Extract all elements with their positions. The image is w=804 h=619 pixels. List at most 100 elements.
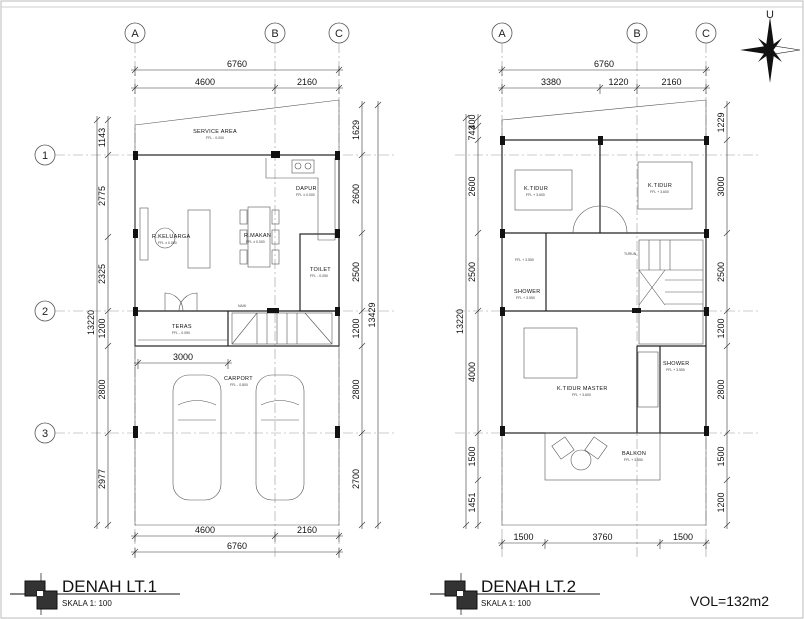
room-label: R.KELUARGA [152,234,190,240]
car-right [255,374,305,501]
dim-tick [358,342,366,350]
dim-tick [474,229,482,237]
dimension-value: 2800 [716,379,726,399]
dimension-value: 2977 [97,469,107,489]
room-level: FFL + 3.600 [572,393,591,397]
grid-bubble [34,300,56,322]
dim-tick [104,233,112,241]
dim-tick [358,307,366,315]
dim-tick [104,307,112,315]
room-level: FFL - 0.050 [310,274,328,278]
room-label: DAPUR [296,186,317,192]
dimension-value: 2500 [716,262,726,282]
toilet-level: FFL + 3.550 [515,258,534,262]
dim-tick [474,521,482,529]
volume-label: VOL=132m2 [690,593,769,609]
dimension-value: 3380 [541,77,561,87]
grid-label: 2 [42,306,48,318]
stairs-lt2 [638,239,704,345]
room-level: FFL - 0.000 [206,136,224,140]
dimension-value: 6760 [594,59,614,69]
dim-tick [374,101,382,109]
dim-tick [474,476,482,484]
room-label: CARPORT [224,376,253,382]
dimension-value: 6760 [227,59,247,69]
dimension-value: 1229 [716,112,726,132]
dimension-value: 1500 [673,532,693,542]
dimension-value: 3000 [173,352,193,362]
dim-tick [93,521,101,529]
dim-tick [104,342,112,350]
plan-scale: SKALA 1: 100 [62,599,112,608]
dim-tick [474,307,482,315]
dim-tick [462,521,470,529]
dim-tick [723,342,731,350]
stair-label: NAIK [238,304,247,308]
dimension-value: 2160 [661,77,681,87]
grid-label: 3 [42,428,48,440]
dim-tick [723,136,731,144]
dimension-value: 2775 [97,186,107,206]
grid-bubble [491,22,513,44]
grid-bubble [34,422,56,444]
dim-tick [723,429,731,437]
dimension-value: 3760 [592,532,612,542]
dimension-value: 2800 [351,379,361,399]
plan-lt1: SERVICE AREA FFL - 0.000 DAPUR FFL ± 0.0… [133,99,340,526]
dim-tick [104,116,112,124]
grid-bubble [695,22,717,44]
grid-label: B [271,28,278,40]
dimension-value: 2325 [97,264,107,284]
dimension-value: 1200 [97,318,107,338]
dim-tick [723,476,731,484]
room-label: R.MAKAN [244,233,271,239]
dimension-value: 1451 [467,492,477,512]
plan-title: DENAH LT.1 [62,577,157,596]
plan-scale: SKALA 1: 100 [481,599,531,608]
grid-label: C [335,28,343,40]
dimension-value: 3000 [716,176,726,196]
dim-tick [93,116,101,124]
dim-tick [474,122,482,130]
dim-tick [474,429,482,437]
dimension-value: 2600 [351,184,361,204]
dim-tick [358,151,366,159]
room-level: FFL + 3.600 [526,193,545,197]
bed [637,161,693,210]
title-block-lt2: DENAH LT.2 SKALA 1: 100 [430,573,600,615]
room-level: FFL + 3.550 [666,368,685,372]
dimension-value: 2160 [297,77,317,87]
balcony-outline [544,432,661,481]
plan-lt2: K.TIDUR FFL + 3.600 K.TIDUR FFL + 3.600 … [500,99,709,526]
room-label: K.TIDUR MASTER [557,386,608,392]
room-label: TOILET [310,267,331,273]
dimension-value: 4600 [195,525,215,535]
room-label: BALKON [622,451,646,457]
room-level: FFL + 3.550 [516,296,535,300]
dimension-value: 2500 [467,262,477,282]
room-level: FFL + 3.600 [650,190,669,194]
dimension-value: 1500 [467,446,477,466]
dim-tick [723,229,731,237]
dim-tick [374,521,382,529]
wardrobe [637,351,659,408]
toilet-walls [299,233,340,312]
room-level: FFL - 0.050 [172,331,190,335]
dimension-value: 1629 [351,120,361,140]
dim-tick [462,114,470,122]
title-block-lt1: DENAH LT.1 SKALA 1: 100 [10,573,180,615]
dimension-value: 2700 [351,469,361,489]
room-level: FFL + 3.550 [624,458,643,462]
bed [523,327,578,379]
dim-tick [474,136,482,144]
dimension-value: 13429 [367,302,377,327]
room-label: K.TIDUR [524,186,548,192]
grid-label: A [131,28,139,40]
dim-tick [723,101,731,109]
dimension-value: 4600 [195,77,215,87]
dim-tick [104,151,112,159]
